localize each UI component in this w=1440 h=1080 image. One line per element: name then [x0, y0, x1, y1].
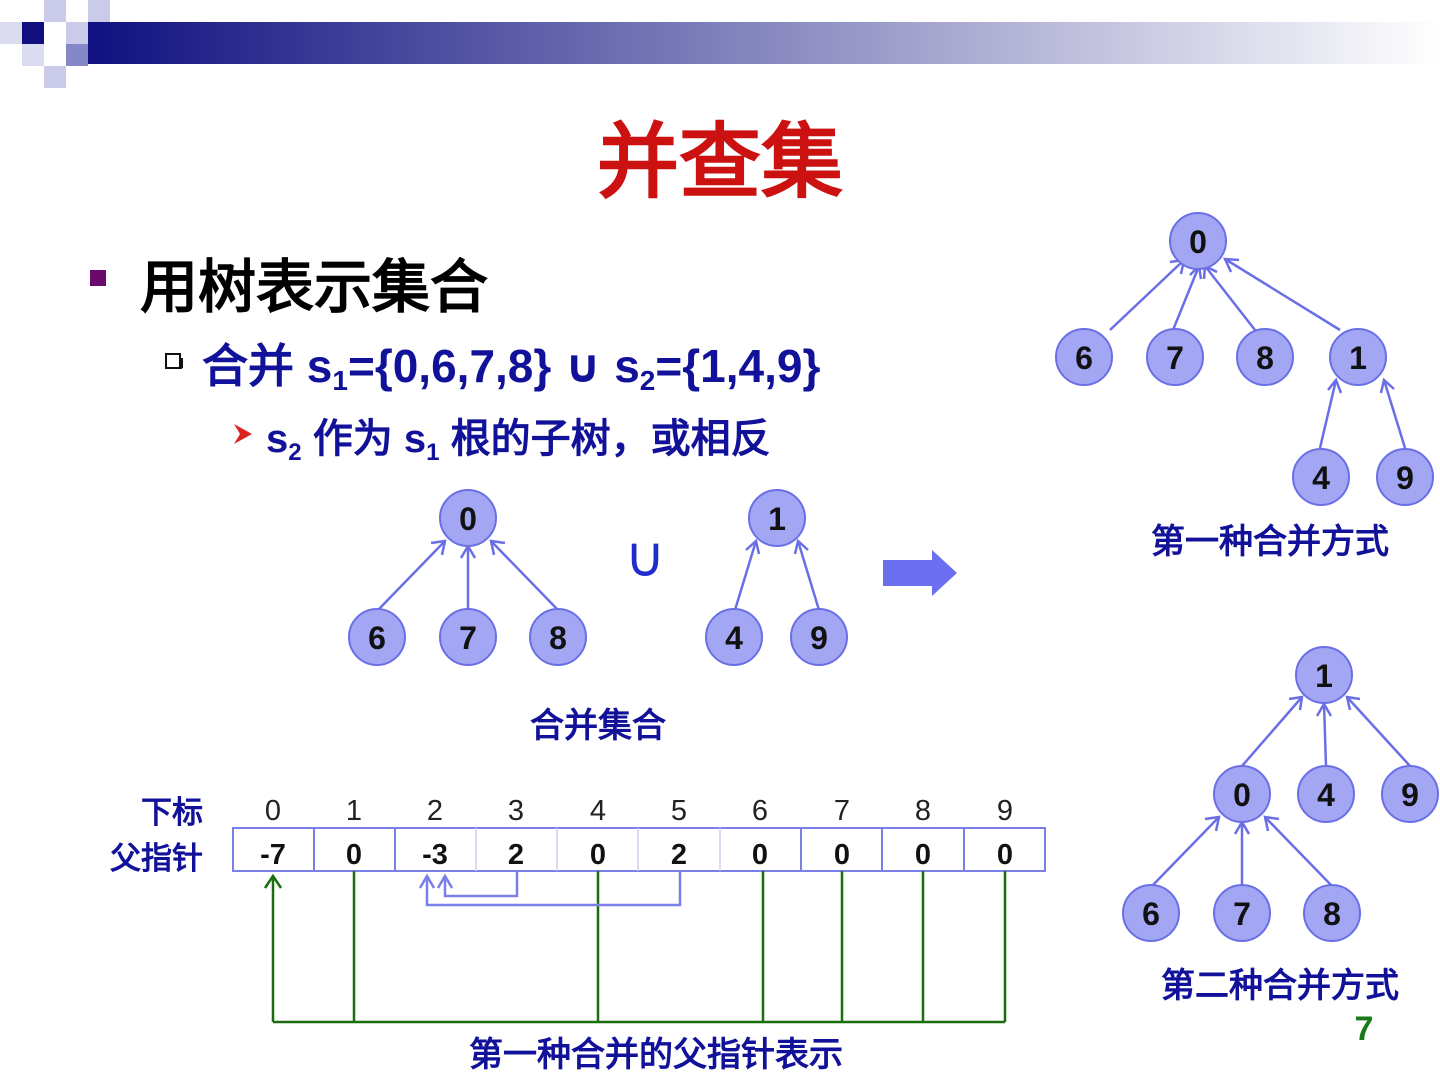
node-label: 7 [1233, 896, 1251, 932]
index-cell: 6 [752, 795, 768, 827]
parent-cell: -7 [260, 839, 286, 871]
node-label: 8 [1323, 896, 1341, 932]
node-label: 1 [1349, 340, 1367, 376]
bullet-box-icon [165, 353, 183, 369]
caption-first-parent-repr: 第一种合并的父指针表示 [469, 1036, 843, 1074]
bullet-level1: 用树表示集合 [140, 255, 488, 320]
node-label: 8 [549, 620, 567, 656]
node-label: 1 [1315, 658, 1333, 694]
node-label: 9 [1401, 777, 1419, 813]
parent-pointer-table: 下标 父指针 0 1 2 3 4 5 6 7 8 9 -7 0 -3 2 0 2… [110, 795, 1046, 876]
node-label: 6 [1142, 896, 1160, 932]
slide-title: 并查集 [597, 117, 843, 208]
union-symbol: ∪ [625, 525, 666, 588]
arrow-bullet-icon [234, 424, 252, 444]
tree-s1: 0 6 7 8 [348, 489, 587, 666]
index-cell: 9 [997, 795, 1013, 827]
node-label: 4 [1312, 460, 1330, 496]
index-cell: 2 [427, 795, 443, 827]
node-label: 7 [459, 620, 477, 656]
node-label: 6 [368, 620, 386, 656]
node-label: 0 [1233, 777, 1251, 813]
parent-cell: 2 [508, 839, 524, 871]
index-cell: 0 [265, 795, 281, 827]
node-label: 1 [768, 501, 786, 537]
parent-cell: 0 [997, 839, 1013, 871]
index-cell: 3 [508, 795, 524, 827]
parent-cell: 2 [671, 839, 687, 871]
node-label: 4 [725, 620, 743, 656]
page-number: 7 [1355, 1010, 1374, 1048]
index-cell: 7 [834, 795, 850, 827]
index-cell: 5 [671, 795, 687, 827]
parent-cell: 0 [752, 839, 768, 871]
pointer-lines-to-node-2 [418, 871, 682, 907]
node-label: 6 [1075, 340, 1093, 376]
node-label: 9 [1396, 460, 1414, 496]
node-label: 8 [1256, 340, 1274, 376]
index-cell: 4 [590, 795, 606, 827]
parent-cell: 0 [346, 839, 362, 871]
parent-cell: 0 [915, 839, 931, 871]
node-label: 0 [459, 501, 477, 537]
row-label-index: 下标 [141, 795, 203, 830]
pointer-lines-to-root-0 [263, 871, 1007, 1024]
right-arrow-icon [883, 550, 957, 596]
tree-s2: 1 4 9 [705, 489, 848, 666]
index-cell: 1 [346, 795, 362, 827]
bullet-level2-merge: 合并 s1={0,6,7,8} ∪ s2={1,4,9} [202, 340, 820, 396]
parent-cell: 0 [590, 839, 606, 871]
header-decoration [0, 0, 1440, 88]
caption-merge-sets: 合并集合 [530, 707, 666, 745]
node-label: 0 [1189, 224, 1207, 260]
row-label-parent: 父指针 [110, 841, 203, 876]
node-label: 7 [1166, 340, 1184, 376]
tree-first-merge: 0 6 7 8 1 4 9 [1055, 212, 1434, 506]
node-label: 9 [810, 620, 828, 656]
caption-first-way: 第一种合并方式 [1151, 523, 1389, 561]
caption-second-way: 第二种合并方式 [1161, 967, 1399, 1005]
bullet-square-icon [90, 270, 106, 286]
parent-cell: -3 [422, 839, 448, 871]
node-label: 4 [1317, 777, 1335, 813]
tree-second-merge: 1 0 4 9 6 7 8 [1122, 646, 1439, 942]
parent-cell: 0 [834, 839, 850, 871]
bullet-level3-subtree: s2 作为 s1 根的子树，或相反 [266, 417, 771, 466]
index-cell: 8 [915, 795, 931, 827]
